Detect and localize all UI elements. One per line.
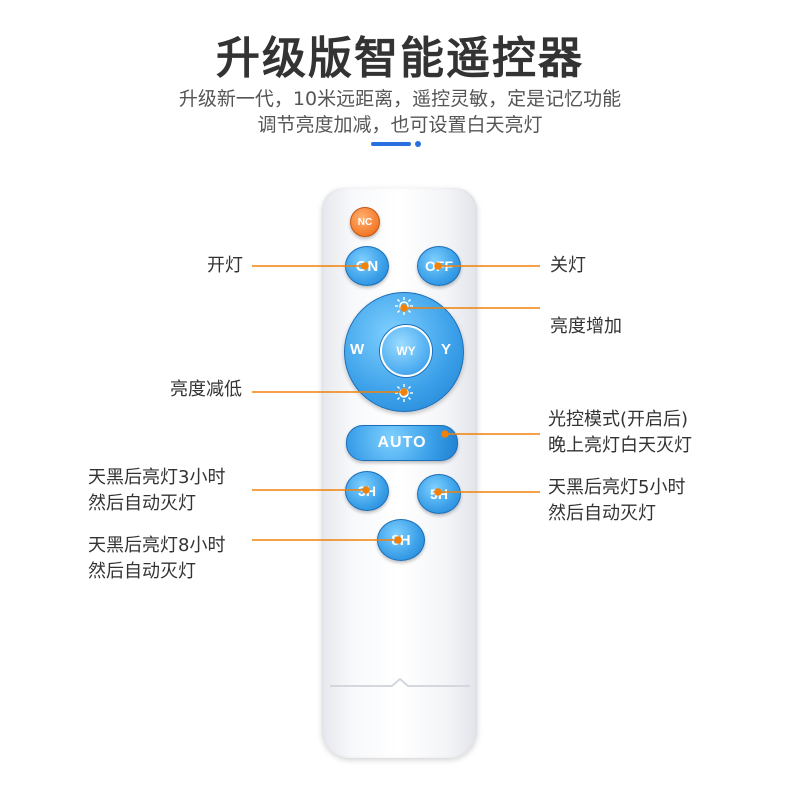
wy-center-button[interactable]: WY: [380, 325, 432, 377]
decorative-dot: [415, 141, 421, 147]
decorative-underline: [371, 142, 411, 146]
off-button[interactable]: OFF: [417, 246, 461, 286]
label-3h-line-2: 然后自动灭灯: [88, 493, 196, 514]
subtitle-line-2: 调节亮度加减，也可设置白天亮灯: [257, 114, 543, 136]
3h-button[interactable]: 3H: [345, 471, 389, 511]
label-brightness-up: 亮度增加: [550, 316, 622, 337]
nc-button[interactable]: NC: [350, 207, 380, 237]
8h-button[interactable]: 8H: [377, 519, 425, 561]
subtitle-line-1: 升级新一代，10米远距离，遥控灵敏，定是记忆功能: [178, 88, 622, 110]
y-button[interactable]: Y: [441, 341, 452, 358]
label-on: 开灯: [207, 255, 243, 276]
label-5h-line-2: 然后自动灭灯: [548, 503, 656, 524]
w-button[interactable]: W: [350, 341, 365, 358]
label-auto-line-1: 光控模式(开启后): [548, 409, 689, 430]
label-8h-line-2: 然后自动灭灯: [88, 561, 196, 582]
auto-button[interactable]: AUTO: [346, 425, 458, 461]
label-brightness-down: 亮度减低: [170, 379, 242, 400]
label-8h-line-1: 天黑后亮灯8小时: [88, 535, 226, 556]
on-button[interactable]: ON: [345, 246, 389, 286]
remote-chevron-ridge: [330, 677, 470, 687]
remote-body: [322, 188, 477, 758]
label-auto-line-2: 晚上亮灯白天灭灯: [548, 435, 692, 456]
label-off: 关灯: [550, 255, 586, 276]
page-title: 升级版智能遥控器: [216, 33, 584, 84]
label-3h-line-1: 天黑后亮灯3小时: [88, 467, 226, 488]
label-5h-line-1: 天黑后亮灯5小时: [548, 477, 686, 498]
5h-button[interactable]: 5H: [417, 474, 461, 514]
half-sun-icon[interactable]: [394, 383, 414, 403]
sun-icon[interactable]: [394, 296, 414, 316]
